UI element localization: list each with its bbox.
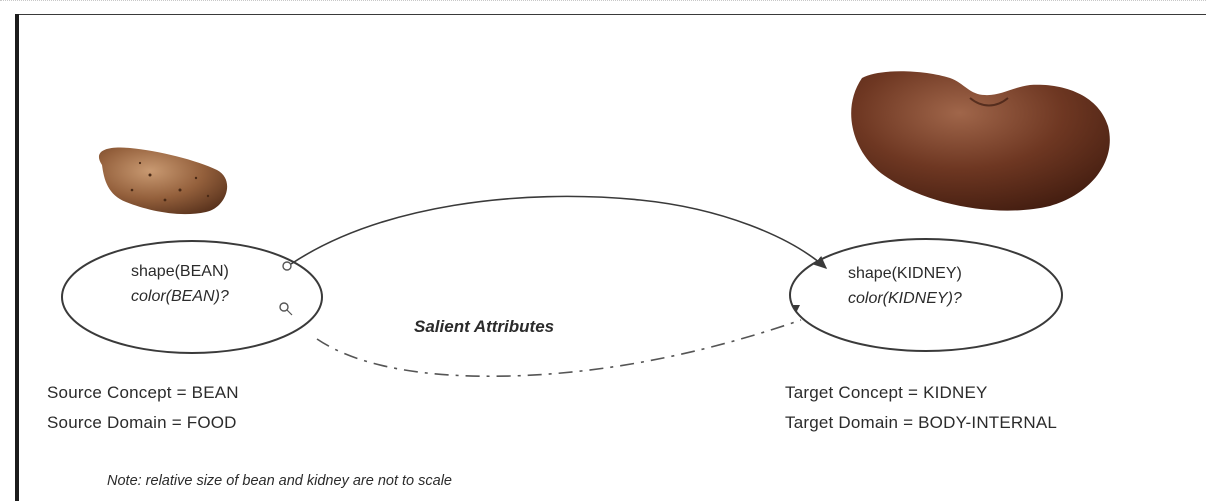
shape-connector-dot [282,261,292,271]
source-domain-text: Source Domain = FOOD [47,413,237,432]
figure-left-border [15,14,19,501]
target-color-attribute: color(KIDNEY)? [848,290,962,307]
bean-image [98,147,228,215]
source-concept-text: Source Concept = BEAN [47,383,239,402]
page-top-border [0,0,1206,6]
color-connector-dot [279,302,289,312]
color-mapping-arrow [316,319,802,378]
target-concept-text: Target Concept = KIDNEY [785,383,988,402]
scale-note: Note: relative size of bean and kidney a… [107,473,452,489]
shape-mapping-arrow [290,195,828,269]
salient-attributes-label: Salient Attributes [414,317,555,336]
source-ellipse [61,240,323,354]
figure-top-border [15,14,1206,15]
kidney-image [851,71,1110,211]
color-arrow-head [792,305,800,313]
target-shape-attribute: shape(KIDNEY) [848,265,962,282]
target-ellipse [789,238,1063,352]
source-shape-attribute: shape(BEAN) [131,263,229,280]
target-domain-text: Target Domain = BODY-INTERNAL [785,413,1058,432]
source-color-attribute: color(BEAN)? [131,288,229,305]
